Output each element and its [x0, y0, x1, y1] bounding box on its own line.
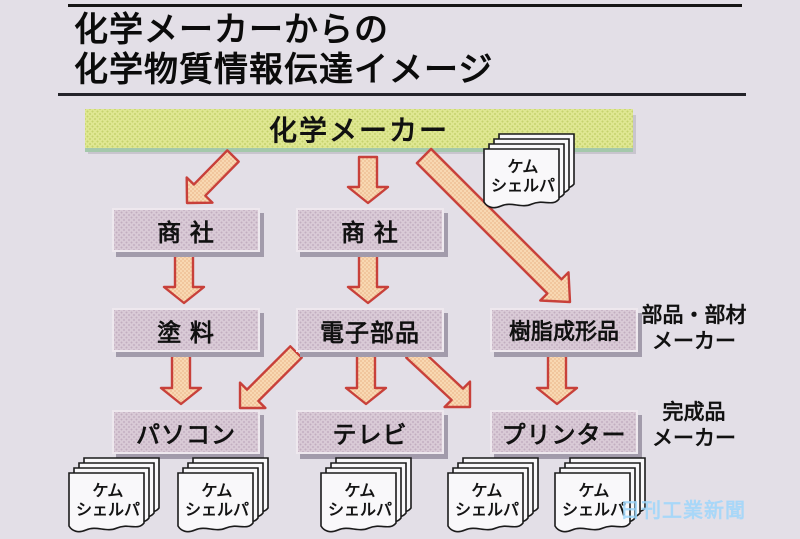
- chemsherpa-label: ケム シェルパ: [75, 483, 140, 520]
- node-trader-left: 商 社: [112, 208, 260, 252]
- page-title: 化学メーカーからの 化学物質情報伝達イメージ: [74, 11, 494, 89]
- node-tv: テレビ: [296, 410, 444, 454]
- arrow-resin-to-printer-icon: [535, 353, 579, 406]
- node-tv-label: テレビ: [332, 421, 408, 449]
- node-paint-label: 塗 料: [157, 319, 215, 347]
- arrow-trader-to-electronics-icon: [346, 253, 390, 305]
- arrow-electronics-to-tv-icon: [344, 353, 388, 406]
- chemsherpa-doc-stack-pc-right-icon: ケム シェルパ: [177, 456, 272, 534]
- label-parts-maker: 部品・部材 メーカー: [641, 304, 747, 353]
- chemsherpa-doc-stack-printer-left-icon: ケム シェルパ: [447, 456, 542, 534]
- chemsherpa-label: ケム シェルパ: [454, 483, 519, 520]
- node-trader-left-label: 商 社: [157, 219, 215, 247]
- arrow-electronics-to-pc-icon: [238, 345, 303, 410]
- chemsherpa-doc-stack-top-icon: ケム シェルパ: [483, 132, 578, 210]
- chemsherpa-label: ケム シェルパ: [184, 483, 249, 520]
- chemsherpa-doc-stack-tv-icon: ケム シェルパ: [320, 456, 415, 534]
- node-resin-molding: 樹脂成形品: [490, 308, 638, 352]
- node-pc: パソコン: [112, 410, 260, 454]
- arrow-maker-to-resin-icon: [415, 147, 572, 304]
- arrow-maker-to-trader-left-icon: [185, 149, 240, 205]
- node-printer-label: プリンター: [501, 421, 627, 449]
- node-resin-molding-label: 樹脂成形品: [508, 319, 619, 344]
- node-trader-right-label: 商 社: [341, 219, 399, 247]
- chemical-maker-label: 化学メーカー: [268, 114, 449, 146]
- newspaper-watermark: 日刊工業新聞: [620, 500, 746, 522]
- chemsherpa-label: ケム シェルパ: [561, 483, 626, 520]
- chemsherpa-doc-stack-printer-right-icon: ケム シェルパ: [554, 456, 649, 534]
- label-finished-maker: 完成品 メーカー: [652, 401, 736, 450]
- arrow-paint-to-pc-icon: [159, 353, 203, 406]
- arrow-trader-to-paint-icon: [162, 253, 206, 305]
- title-rule-bottom: [58, 93, 746, 96]
- node-electronic-parts-label: 電子部品: [320, 319, 420, 347]
- title-rule-top: [68, 4, 742, 7]
- node-electronic-parts: 電子部品: [296, 308, 444, 352]
- chemsherpa-doc-stack-pc-left-icon: ケム シェルパ: [68, 456, 163, 534]
- node-printer: プリンター: [490, 410, 638, 454]
- arrow-maker-to-trader-right-icon: [346, 155, 390, 205]
- node-pc-label: パソコン: [136, 421, 236, 449]
- arrow-electronics-to-printer-icon: [405, 345, 472, 409]
- chemsherpa-label: ケム シェルパ: [490, 159, 555, 196]
- chemsherpa-label: ケム シェルパ: [327, 483, 392, 520]
- node-trader-right: 商 社: [296, 208, 444, 252]
- node-paint: 塗 料: [112, 308, 260, 352]
